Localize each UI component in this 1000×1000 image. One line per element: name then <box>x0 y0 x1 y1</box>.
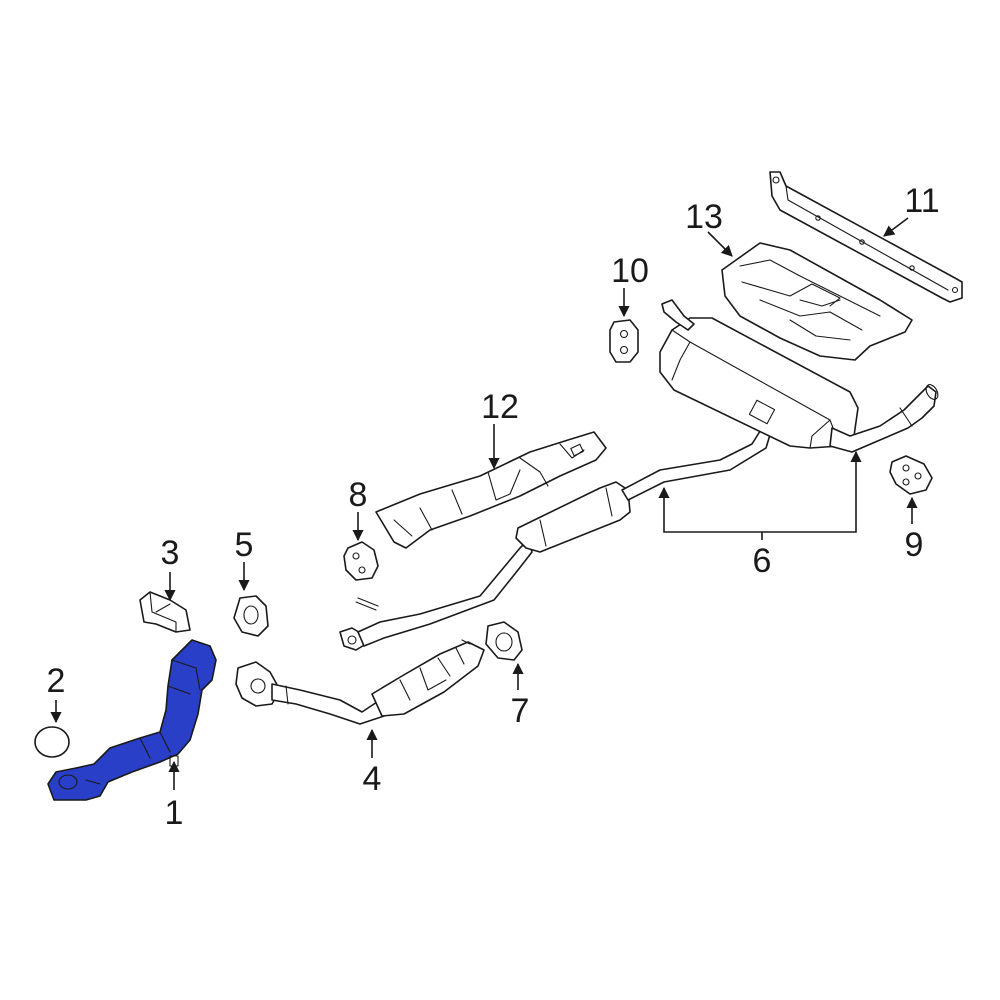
callout-11: 11 <box>904 182 939 220</box>
callout-labels: 1 2 3 4 5 6 7 8 9 10 11 12 13 <box>47 182 940 832</box>
callout-10: 10 <box>611 252 649 290</box>
part-5-gasket[interactable] <box>233 595 269 637</box>
part-6-rear-exhaust[interactable] <box>339 299 940 651</box>
callout-6: 6 <box>753 542 772 580</box>
part-9-hanger-insulator[interactable] <box>889 455 933 495</box>
callout-2: 2 <box>47 662 66 700</box>
part-3-bracket[interactable] <box>139 591 191 633</box>
callout-8: 8 <box>349 476 368 514</box>
part-8-hanger-insulator[interactable] <box>343 541 379 581</box>
part-4-catalytic-converter[interactable] <box>235 639 485 725</box>
part-11-bracket[interactable] <box>769 171 963 303</box>
callout-3: 3 <box>161 534 180 572</box>
part-10-hanger-insulator[interactable] <box>609 319 639 363</box>
part-1-front-pipe[interactable] <box>47 639 217 801</box>
callout-5: 5 <box>235 526 254 564</box>
callout-7: 7 <box>511 692 530 730</box>
callout-9: 9 <box>905 526 924 564</box>
callout-4: 4 <box>363 760 382 798</box>
part-7-gasket[interactable] <box>485 621 523 661</box>
part-2-gasket[interactable] <box>34 726 70 758</box>
callout-13: 13 <box>685 198 723 236</box>
part-13-heat-shield[interactable] <box>721 242 913 361</box>
leader-arrows <box>50 217 918 790</box>
callout-12: 12 <box>481 388 519 426</box>
callout-1: 1 <box>165 794 184 832</box>
